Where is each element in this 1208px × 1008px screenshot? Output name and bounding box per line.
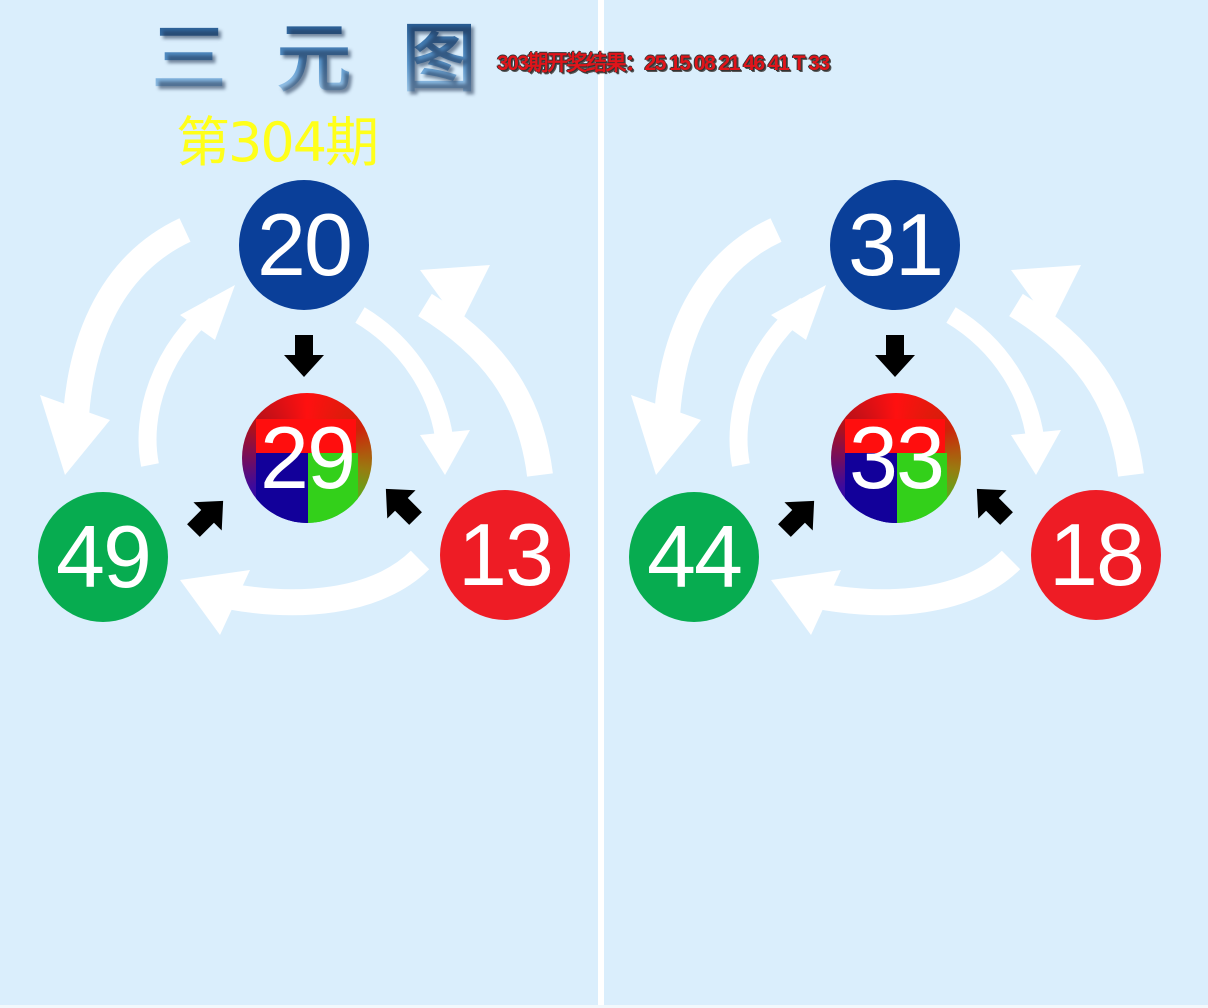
page-title: 三 元 图 [152, 14, 476, 104]
previous-result-text: 303期开奖结果：25 15 08 21 46 41 T 33 [497, 52, 830, 75]
triad-diagram-1: 20 49 13 29 [20, 175, 580, 645]
right-ball-number: 18 [1049, 505, 1145, 604]
right-ball-number: 13 [458, 505, 554, 604]
triad-diagram-2: 31 44 18 33 [611, 175, 1171, 645]
right-ball: 13 [440, 490, 570, 620]
cycle-arrows-icon [631, 218, 1144, 635]
arrow-up-left-icon [385, 488, 422, 525]
center-quad-blue [256, 453, 308, 523]
title-char-1: 三 [152, 14, 277, 104]
top-ball: 31 [830, 180, 960, 310]
bottom-edge [0, 1005, 1208, 1008]
panel-divider [598, 0, 604, 1005]
center-quad-blue [845, 453, 897, 523]
center-ball-number: 29 [260, 408, 356, 507]
cycle-arrows-icon [40, 218, 553, 635]
arrow-up-right-icon [187, 500, 224, 537]
arrow-down-icon [284, 335, 324, 377]
top-ball: 20 [239, 180, 369, 310]
center-quad-red [256, 419, 356, 459]
title-char-3: 图 [402, 16, 476, 102]
center-ball: 29 [242, 393, 372, 523]
center-ball: 33 [831, 393, 961, 523]
center-quad-red [845, 419, 945, 459]
arrow-up-left-icon [976, 488, 1013, 525]
center-quad-green [308, 453, 358, 523]
center-quad-green [897, 453, 947, 523]
arrow-up-right-icon [778, 500, 815, 537]
arrow-down-icon [875, 335, 915, 377]
left-ball-number: 44 [647, 507, 743, 606]
top-ball-number: 20 [257, 195, 353, 294]
left-ball-number: 49 [56, 507, 152, 606]
current-issue-label: 第304期 [176, 111, 379, 174]
right-ball: 18 [1031, 490, 1161, 620]
title-char-2: 元 [277, 14, 402, 104]
top-ball-number: 31 [848, 195, 944, 294]
center-ball-number: 33 [849, 408, 945, 507]
left-ball: 44 [629, 492, 759, 622]
left-ball: 49 [38, 492, 168, 622]
